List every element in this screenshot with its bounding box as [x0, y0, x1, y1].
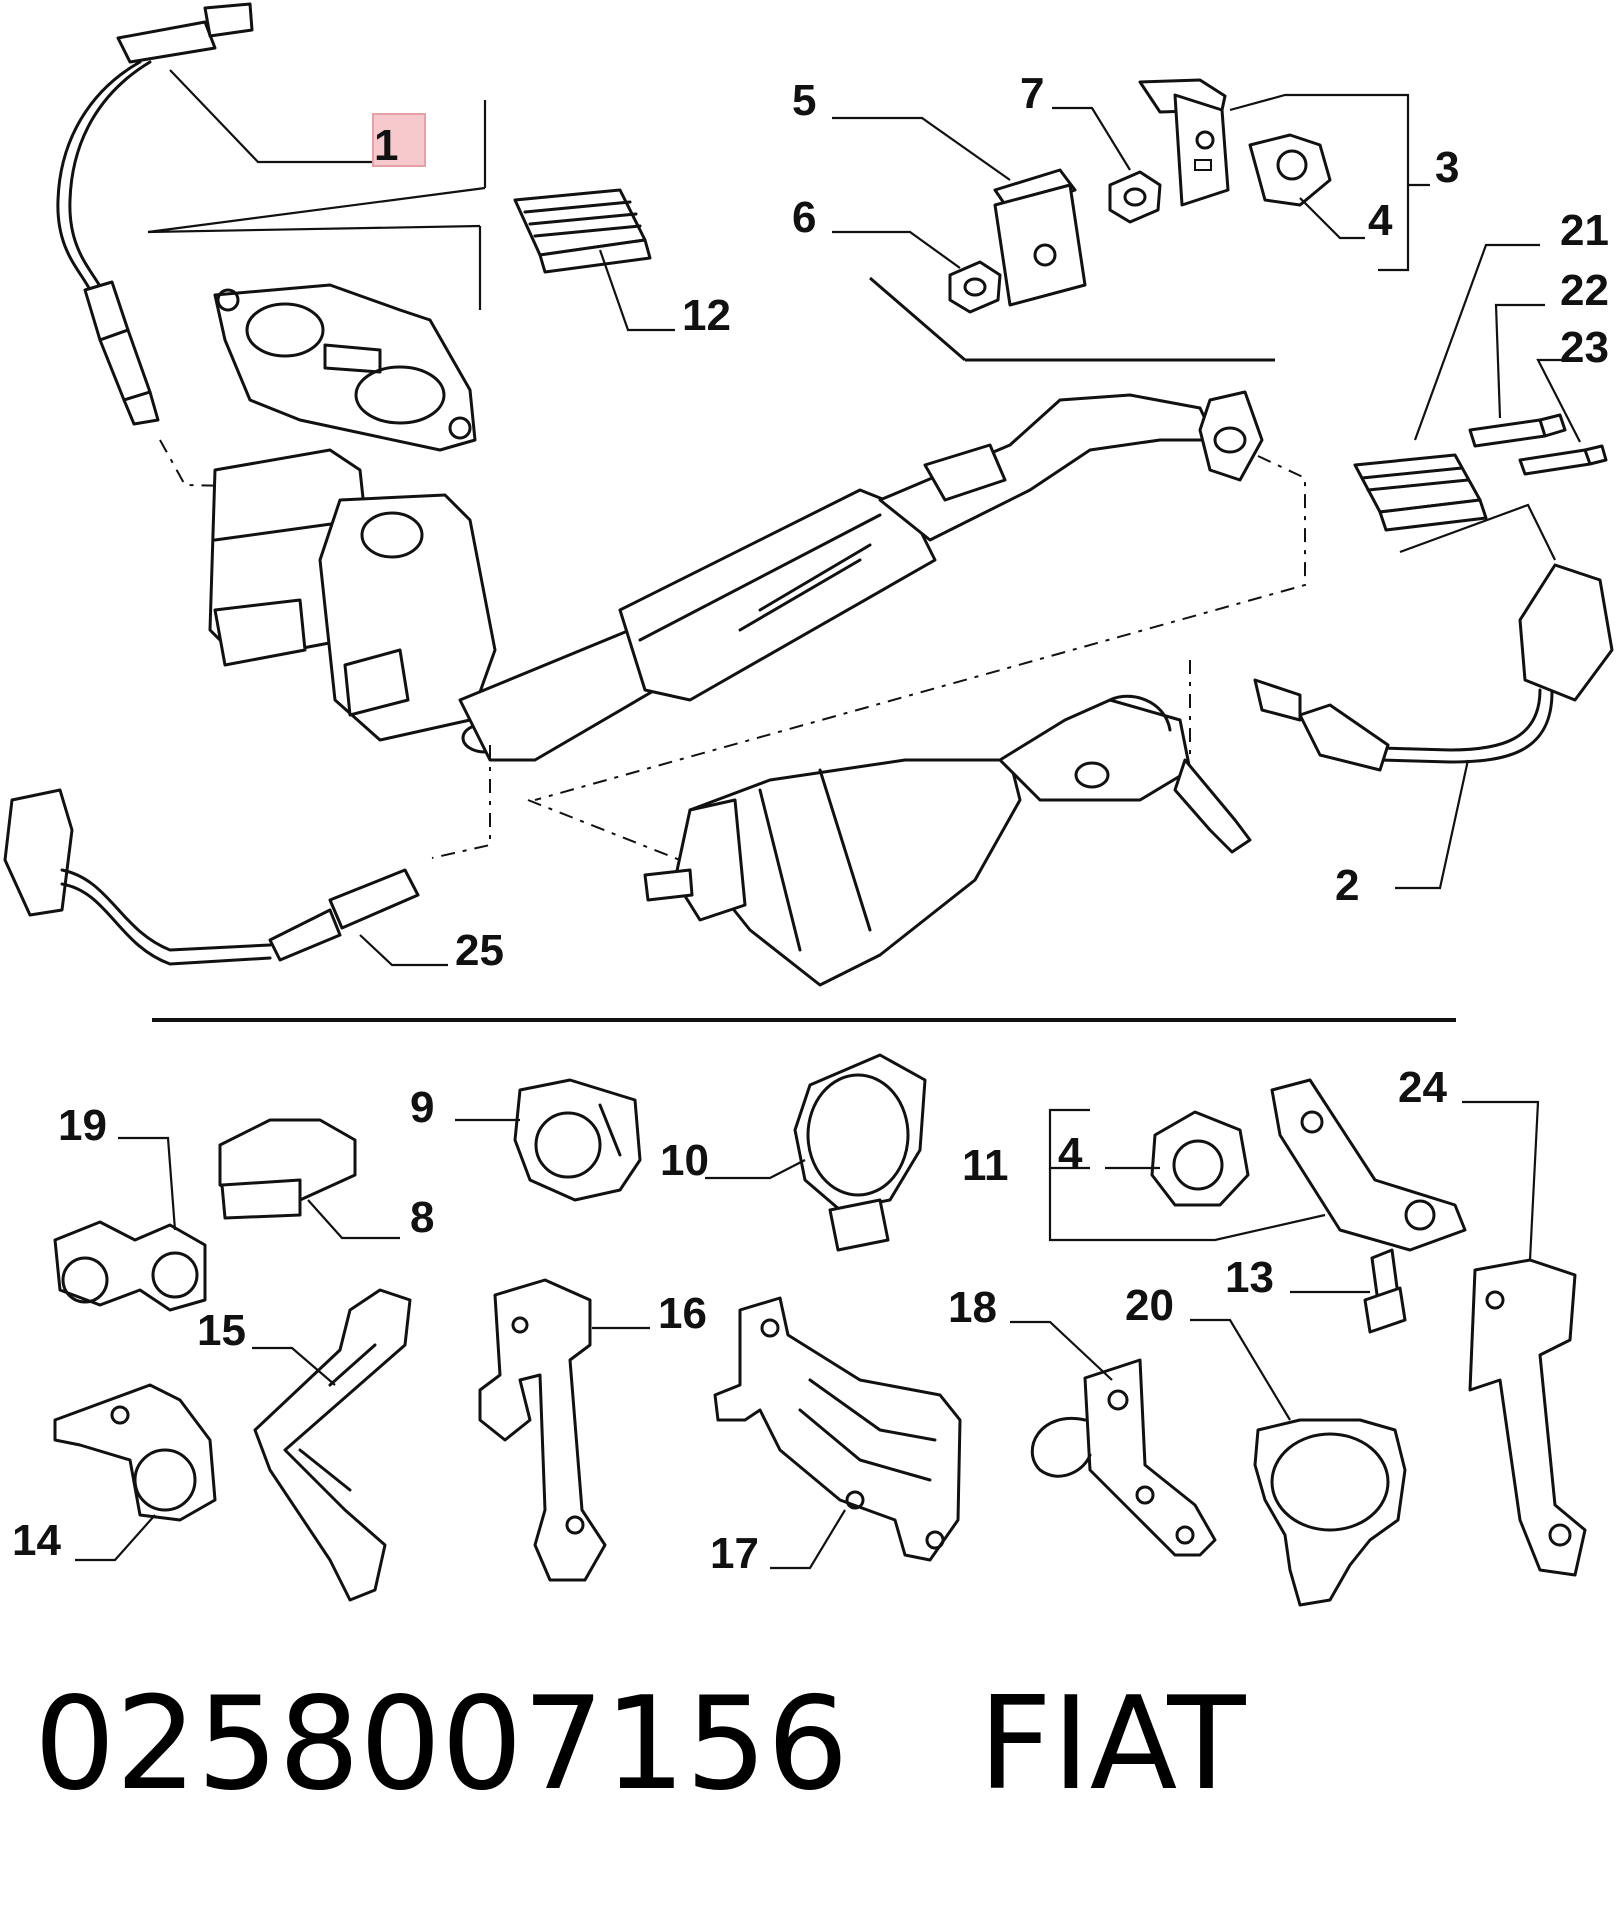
callout-9: 9 — [410, 1083, 434, 1132]
wiring-connector-12 — [513, 188, 652, 274]
group-3-bracket — [1229, 93, 1410, 272]
bracket-16 — [478, 1278, 607, 1582]
bracket-24-leader — [1462, 1100, 1540, 1261]
assembly-dash-lines — [534, 455, 1306, 801]
connector-21-leader — [1413, 243, 1540, 441]
exhaust-manifold-assembly — [208, 283, 1264, 762]
brand-name: FIAT — [978, 1670, 1246, 1819]
bracket-17-leader — [770, 1509, 846, 1570]
callout-13: 13 — [1225, 1253, 1274, 1302]
bolt-13 — [1363, 1248, 1407, 1334]
oxygen-sensor-25 — [3, 788, 420, 966]
bracket-5-leader — [832, 116, 1011, 181]
nut-6 — [948, 260, 1002, 314]
terminal-23-leader — [1536, 358, 1581, 443]
terminal-22-leader — [1494, 303, 1545, 419]
callout-15: 15 — [197, 1306, 246, 1355]
callout-16: 16 — [658, 1289, 707, 1338]
callout-2: 2 — [1335, 861, 1359, 910]
callout-5: 5 — [792, 76, 816, 125]
bracket-3 — [1138, 78, 1230, 207]
oxygen-sensor-downstream — [1253, 563, 1614, 772]
part-number: 0258007156 — [34, 1670, 849, 1819]
callout-21: 21 — [1560, 206, 1609, 255]
callout-10: 10 — [660, 1136, 709, 1185]
connector-divider-line — [147, 224, 481, 234]
callout-24: 24 — [1398, 1063, 1447, 1112]
clip-4-top — [1248, 133, 1332, 207]
callout-20: 20 — [1125, 1281, 1174, 1330]
bracket-18 — [1030, 1358, 1217, 1557]
callout-12: 12 — [682, 291, 731, 340]
double-clip-19 — [53, 1220, 207, 1312]
part-caption: 0258007156 FIAT — [34, 1660, 1594, 1830]
connector-divider-line — [147, 186, 486, 234]
callout-22: 22 — [1560, 266, 1609, 315]
callout-6: 6 — [792, 193, 816, 242]
clip-4-bottom — [1150, 1110, 1250, 1207]
connector-12-leader — [598, 249, 675, 332]
bracket-15 — [253, 1288, 412, 1602]
nut-7 — [1108, 170, 1162, 224]
bracket-11 — [1270, 1078, 1467, 1252]
oxygen-sensor-upstream — [56, 2, 254, 426]
connector-divider-line — [1399, 503, 1556, 561]
connector-21 — [1353, 453, 1488, 532]
hardware-divider-line — [869, 276, 966, 362]
callout-18: 18 — [948, 1283, 997, 1332]
bracket-18-leader — [1010, 1320, 1113, 1381]
clip-14 — [53, 1383, 217, 1522]
catalytic-converter-lower — [643, 694, 1252, 987]
band-clamp-10-leader — [705, 1159, 806, 1180]
sensor-1-leader — [169, 69, 378, 164]
band-clamp-10 — [793, 1053, 927, 1252]
sleeve-8 — [218, 1118, 357, 1220]
terminal-23 — [1518, 444, 1608, 476]
nut-7-leader — [1052, 106, 1131, 171]
callout-3: 3 — [1435, 143, 1459, 192]
callout-23: 23 — [1560, 323, 1609, 372]
callout-7: 7 — [1020, 69, 1044, 118]
clip-19-leader — [118, 1136, 177, 1231]
sleeve-8-leader — [307, 1199, 400, 1240]
assembly-dash-lines — [431, 745, 491, 859]
clamp-20 — [1253, 1418, 1407, 1607]
clamp-20-leader — [1190, 1318, 1291, 1421]
callout-17: 17 — [710, 1529, 759, 1578]
callout-11: 11 — [962, 1141, 1009, 1190]
clamp-9 — [513, 1078, 642, 1202]
sensor-25-leader — [359, 934, 448, 967]
sensor-2-leader — [1395, 759, 1470, 890]
assembly-dash-lines — [527, 799, 681, 861]
bracket-5 — [993, 168, 1087, 307]
callout-1: 1 — [374, 121, 398, 170]
bracket-24 — [1468, 1258, 1587, 1577]
group-11-bracket — [1048, 1168, 1326, 1242]
terminal-22 — [1468, 413, 1567, 448]
callout-14: 14 — [12, 1516, 61, 1565]
callout-4-top: 4 — [1368, 196, 1393, 245]
group-11-bracket — [1048, 1108, 1090, 1170]
clip-4-leader — [1299, 197, 1365, 240]
callout-4-bottom: 4 — [1058, 1129, 1083, 1178]
callout-1-highlight — [372, 113, 426, 167]
bracket-15-leader — [252, 1346, 336, 1386]
callout-8: 8 — [410, 1193, 434, 1242]
clip-14-leader — [75, 1514, 156, 1562]
callout-19: 19 — [58, 1101, 107, 1150]
nut-6-leader — [832, 230, 961, 269]
bracket-17 — [713, 1296, 962, 1562]
callout-25: 25 — [455, 926, 504, 975]
